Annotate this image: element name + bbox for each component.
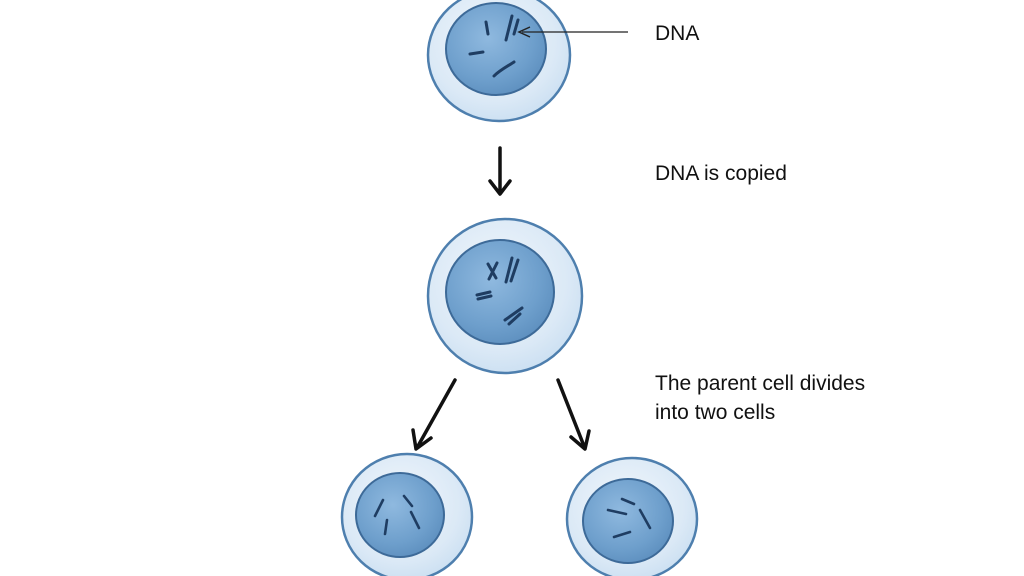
chromosome xyxy=(504,14,514,42)
chromosome xyxy=(409,510,421,530)
chromosome xyxy=(373,498,385,518)
nucleus xyxy=(445,2,547,96)
daughter-cell-left xyxy=(340,452,474,576)
chromosome xyxy=(512,18,520,36)
nucleus xyxy=(582,478,674,564)
chromosome-pair xyxy=(504,256,520,284)
parent-cell-after-copy xyxy=(426,217,584,375)
chromosome-pair xyxy=(503,306,524,326)
nucleus xyxy=(445,239,555,345)
nucleus xyxy=(355,472,445,558)
chromosomes xyxy=(606,497,652,539)
arrow-to-left-daughter xyxy=(411,378,457,451)
chromosome xyxy=(402,494,414,508)
chromosome-pair xyxy=(486,261,499,281)
parent-cell-divides-line2: into two cells xyxy=(655,401,776,424)
chromosome xyxy=(492,60,516,78)
chromosome xyxy=(620,497,636,506)
parent-cell-before-copy xyxy=(426,0,572,123)
chromosome xyxy=(383,518,389,536)
chromosomes xyxy=(468,14,520,78)
chromosome xyxy=(612,530,632,539)
chromosomes xyxy=(373,494,421,536)
chromosome xyxy=(484,20,490,36)
duplicated-chromosomes xyxy=(475,256,524,326)
daughter-cell-right xyxy=(565,456,699,576)
chromosome xyxy=(638,508,652,530)
chromosome xyxy=(606,508,628,516)
dna-label: DNA xyxy=(655,22,700,45)
arrow-to-right-daughter xyxy=(556,378,591,451)
parent-cell-divides-label: The parent cell divides into two cells xyxy=(655,369,865,427)
dna-copied-label: DNA is copied xyxy=(655,162,787,185)
chromosome-pair xyxy=(475,290,493,301)
dna-pointer-arrowhead xyxy=(517,26,531,38)
chromosome xyxy=(468,50,485,56)
parent-cell-divides-line1: The parent cell divides xyxy=(655,372,866,395)
arrow-dna-copied xyxy=(488,146,512,196)
